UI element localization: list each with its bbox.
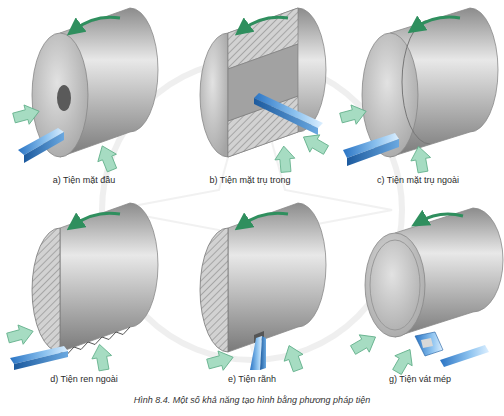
sub-caption: e) Tiện rãnh — [228, 375, 276, 385]
sub-caption: a) Tiện mặt đầu — [53, 176, 116, 186]
sub-caption: d) Tiện ren ngoài — [50, 375, 118, 385]
panel-facing — [11, 8, 158, 174]
panel-threading — [5, 203, 158, 372]
sub-caption: g) Tiện vát mép — [389, 375, 451, 385]
figure-caption: Hình 8.4. Một số khả năng tạo hình bằng … — [134, 396, 370, 406]
panel-turning — [338, 8, 498, 174]
sub-caption: c) Tiện mặt trụ ngoài — [377, 176, 459, 186]
panel-chamfering — [348, 208, 503, 377]
sub-caption: b) Tiện mặt trụ trong — [209, 176, 290, 186]
panel-grooving — [200, 203, 326, 374]
panel-boring — [200, 8, 331, 173]
